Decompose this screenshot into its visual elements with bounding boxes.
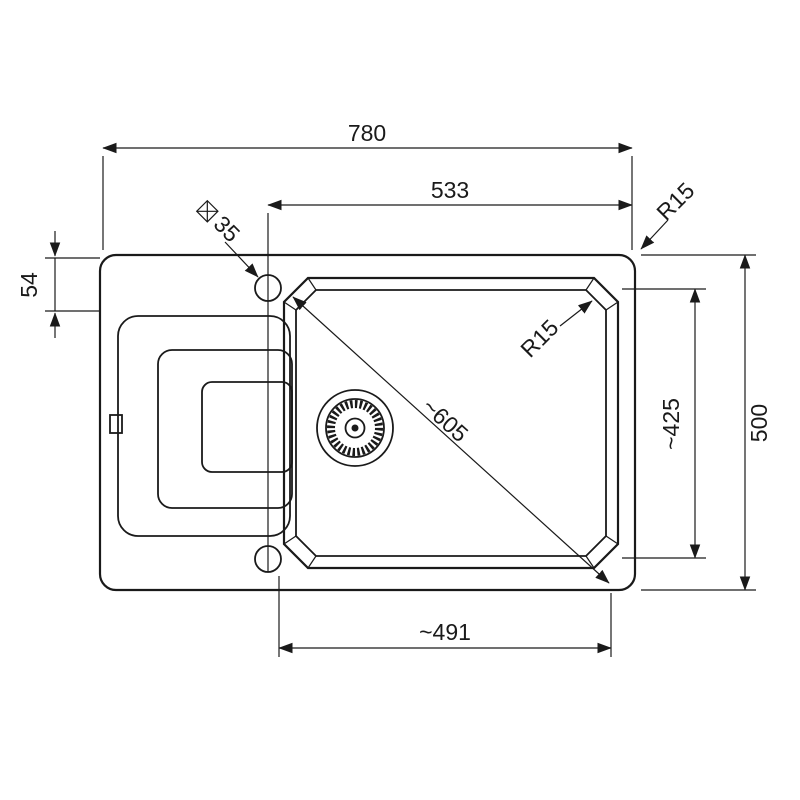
dim-top-offset: 54 bbox=[16, 231, 100, 338]
dim-overall-depth: 500 bbox=[641, 254, 772, 591]
dim-outer-radius: R15 bbox=[640, 177, 699, 250]
dim-label-r15-inner: R15 bbox=[515, 314, 563, 362]
dim-label-500: 500 bbox=[746, 404, 772, 442]
tap-hole-top bbox=[254, 274, 282, 302]
dim-bowl-width: ~491 bbox=[278, 576, 612, 657]
drainboard-edge-notch bbox=[109, 414, 123, 434]
dim-center-width: 533 bbox=[267, 177, 633, 211]
dim-overall-width: 780 bbox=[102, 120, 633, 250]
dim-tap-hole: 35 bbox=[195, 199, 259, 278]
dim-inner-radius: R15 bbox=[515, 300, 593, 362]
dim-label-r15-outer: R15 bbox=[651, 177, 699, 225]
drain-knurled-ring bbox=[327, 400, 383, 456]
dim-bowl-depth: ~425 bbox=[622, 288, 706, 559]
dim-label-425: ~425 bbox=[658, 398, 684, 450]
sink-outline bbox=[98, 253, 637, 592]
sink-outer-edge bbox=[98, 253, 637, 592]
drain-outer-circle bbox=[316, 389, 394, 467]
drain-center-circle bbox=[344, 417, 366, 439]
drainboard-outer-line bbox=[117, 315, 291, 537]
dim-label-35: 35 bbox=[209, 211, 245, 247]
bowl-diagonal-line bbox=[292, 296, 610, 584]
drainboard-middle-line bbox=[157, 349, 293, 509]
dim-label-780: 780 bbox=[348, 120, 386, 146]
tap-hole-bottom bbox=[254, 545, 282, 573]
dim-label-533: 533 bbox=[431, 177, 469, 203]
drainboard-inner-line bbox=[201, 381, 293, 473]
drain-ring-circle bbox=[325, 398, 385, 458]
drainboard bbox=[109, 315, 293, 537]
drain-strainer bbox=[316, 389, 394, 467]
dim-label-491: ~491 bbox=[419, 619, 471, 645]
drain-center-dot bbox=[351, 424, 359, 432]
dim-label-605: ~605 bbox=[417, 393, 473, 447]
diameter-symbol-icon: 35 bbox=[195, 199, 245, 247]
dim-label-54: 54 bbox=[16, 272, 42, 298]
